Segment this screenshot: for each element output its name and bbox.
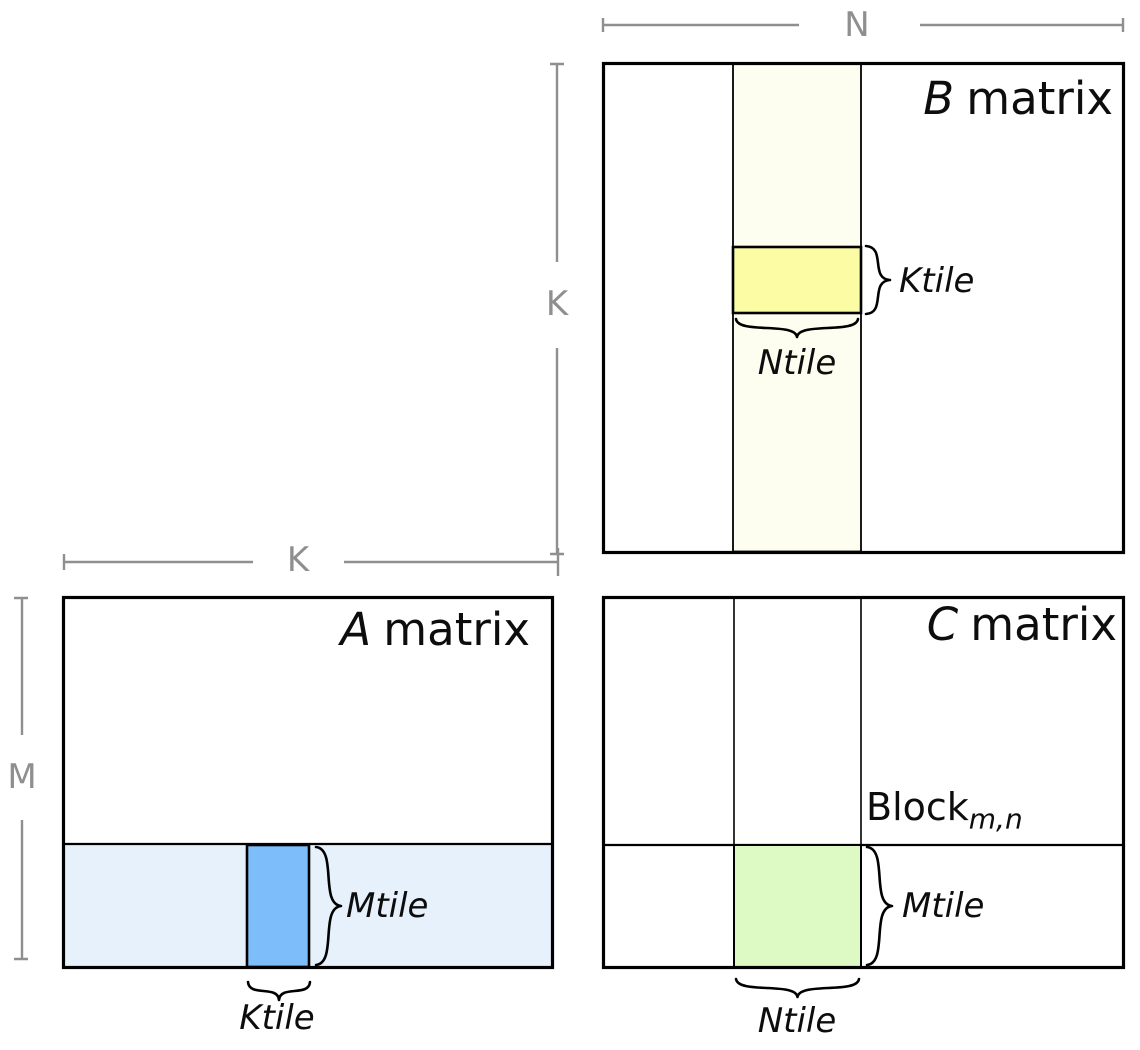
m-dimension-line (14, 596, 28, 961)
k-dimension-label-b: K (545, 284, 569, 324)
m-dimension-label: M (7, 757, 37, 797)
a-ktile-underbrace (246, 980, 312, 1002)
a-mtile-brace (314, 845, 343, 967)
n-dimension-label: N (844, 5, 870, 45)
a-matrix-group (61, 595, 555, 1002)
b-ntile-underbrace (734, 317, 860, 339)
b-matrix-group (601, 61, 1126, 555)
c-block-label: Blockm,n (866, 785, 1023, 833)
c-matrix-letter: C (926, 598, 959, 651)
c-block-tile (733, 844, 862, 969)
c-ntile-underbrace (734, 977, 861, 999)
b-ktile-label: Ktile (899, 261, 975, 301)
c-matrix-border (601, 595, 1126, 970)
c-block-label-base: Block (866, 785, 969, 829)
b-ktile-ntile-tile (731, 245, 863, 315)
b-ktile-brace (864, 244, 892, 316)
a-matrix-letter: A (340, 603, 372, 656)
k-dimension-line-b (550, 62, 564, 556)
c-ntile-label: Ntile (757, 1001, 837, 1041)
b-matrix-word: matrix (966, 72, 1113, 125)
c-block-label-subscript: m,n (968, 802, 1023, 836)
b-matrix-border (601, 61, 1126, 555)
dimension-lines (14, 18, 1125, 961)
k-dimension-label-a: K (286, 540, 310, 580)
b-matrix-body (603, 63, 1124, 553)
c-matrix-word: matrix (970, 598, 1117, 651)
b-ntile-label: Ntile (757, 343, 837, 383)
c-matrix-body (603, 597, 1124, 968)
k-dimension-line-a (62, 548, 560, 576)
a-matrix-word: matrix (383, 603, 530, 656)
a-ktile-label: Ktile (239, 998, 315, 1038)
b-matrix-letter: B (923, 72, 955, 125)
n-dimension-line (601, 18, 1125, 32)
c-mtile-label: Mtile (902, 886, 985, 926)
a-mtile-label: Mtile (346, 886, 429, 926)
a-mtile-ktile-tile (245, 843, 311, 969)
a-matrix-border (61, 595, 555, 970)
c-mtile-brace (865, 845, 894, 967)
c-matrix-group (601, 595, 1126, 999)
